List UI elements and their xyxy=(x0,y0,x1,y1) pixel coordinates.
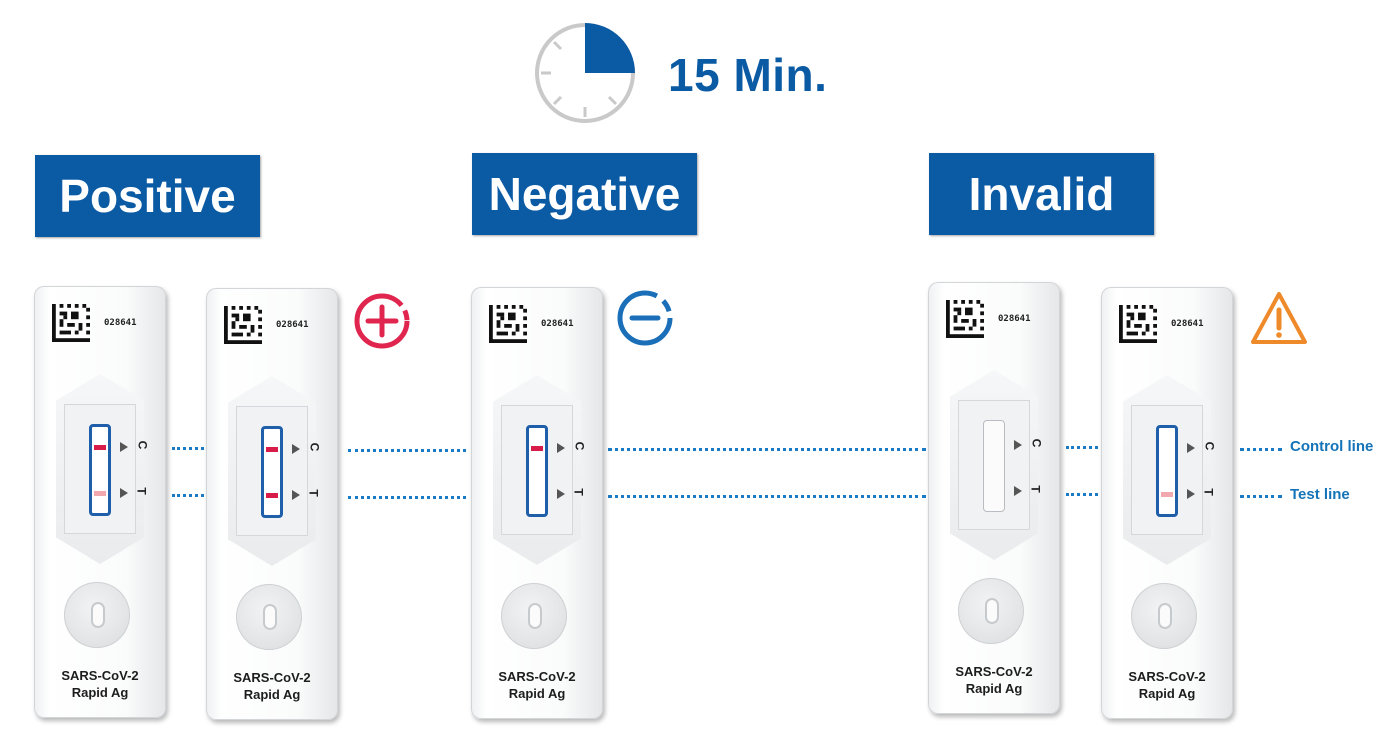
t-marking: T xyxy=(1028,485,1043,493)
sample-well-hole xyxy=(528,603,542,629)
negative-banner: Negative xyxy=(472,153,697,235)
plus-circle-icon xyxy=(354,293,410,349)
test-cassette-negative: 028641 C T SARS-CoV-2 Rapid Ag xyxy=(471,287,603,719)
warning-triangle-icon xyxy=(1251,292,1307,344)
test-strip xyxy=(89,424,111,516)
control-line-mark xyxy=(531,446,543,451)
c-arrow-icon xyxy=(120,442,128,452)
serial-number: 028641 xyxy=(276,320,309,330)
product-subname: Rapid Ag xyxy=(965,681,1023,696)
c-marking: C xyxy=(1029,438,1044,448)
test-guide-line xyxy=(172,494,204,497)
positive-banner: Positive xyxy=(35,155,260,237)
invalid-banner: Invalid xyxy=(929,153,1154,235)
t-arrow-icon xyxy=(120,488,128,498)
timer-duration: 15 Min. xyxy=(668,49,828,101)
serial-number: 028641 xyxy=(1171,319,1204,329)
test-line-mark xyxy=(266,493,278,498)
control-line-mark xyxy=(266,447,278,452)
product-subname: Rapid Ag xyxy=(508,686,566,701)
test-cassette-invalid-2: 028641 C T SARS-CoV-2 Rapid Ag xyxy=(1101,287,1233,719)
c-marking: C xyxy=(307,442,322,452)
test-line-label: Test line xyxy=(1290,486,1350,503)
test-strip xyxy=(526,425,548,517)
t-marking: T xyxy=(306,489,321,497)
t-arrow-icon xyxy=(1187,489,1195,499)
serial-number: 028641 xyxy=(104,318,137,328)
clock-quarter-icon xyxy=(535,23,635,123)
t-arrow-icon xyxy=(292,490,300,500)
product-subname: Rapid Ag xyxy=(1138,686,1196,701)
test-guide-line xyxy=(1240,495,1282,498)
product-name: SARS-CoV-2 xyxy=(955,664,1033,679)
serial-number: 028641 xyxy=(998,314,1031,324)
control-guide-line xyxy=(172,447,204,450)
test-strip xyxy=(1156,425,1178,517)
test-strip xyxy=(261,426,283,518)
test-cassette-positive-2: 028641 C T SARS-CoV-2 Rapid Ag xyxy=(206,288,338,720)
sample-well-hole xyxy=(985,598,999,624)
c-arrow-icon xyxy=(1014,440,1022,450)
control-line-mark xyxy=(94,445,106,450)
c-arrow-icon xyxy=(1187,443,1195,453)
product-name: SARS-CoV-2 xyxy=(233,670,311,685)
c-arrow-icon xyxy=(292,444,300,454)
minus-circle-icon xyxy=(617,290,673,346)
negative-label: Negative xyxy=(488,168,681,220)
datamatrix-code xyxy=(224,306,262,344)
product-name: SARS-CoV-2 xyxy=(61,668,139,683)
sample-well-hole xyxy=(91,602,105,628)
test-cassette-positive-1: 028641 C T SARS-CoV-2 Rapid Ag xyxy=(34,286,166,718)
c-marking: C xyxy=(572,441,587,451)
t-marking: T xyxy=(1201,488,1216,496)
control-guide-line xyxy=(348,449,466,452)
product-subname: Rapid Ag xyxy=(243,687,301,702)
product-name: SARS-CoV-2 xyxy=(498,669,576,684)
t-marking: T xyxy=(571,488,586,496)
control-guide-line xyxy=(608,448,926,451)
t-arrow-icon xyxy=(557,489,565,499)
test-guide-line xyxy=(348,496,466,499)
test-strip xyxy=(983,420,1005,512)
test-guide-line xyxy=(608,495,926,498)
sample-well-hole xyxy=(1158,603,1172,629)
control-guide-line xyxy=(1240,448,1282,451)
product-name: SARS-CoV-2 xyxy=(1128,669,1206,684)
datamatrix-code xyxy=(1119,305,1157,343)
datamatrix-code xyxy=(52,304,90,342)
positive-label: Positive xyxy=(59,170,236,222)
t-marking: T xyxy=(134,487,149,495)
test-line-mark xyxy=(94,491,106,496)
control-line-label: Control line xyxy=(1290,438,1374,455)
sample-well-hole xyxy=(263,604,277,630)
invalid-label: Invalid xyxy=(968,168,1115,220)
control-guide-line xyxy=(1066,446,1098,449)
product-subname: Rapid Ag xyxy=(71,685,129,700)
t-arrow-icon xyxy=(1014,486,1022,496)
test-cassette-invalid-1: 028641 C T SARS-CoV-2 Rapid Ag xyxy=(928,282,1060,714)
c-marking: C xyxy=(1202,441,1217,451)
datamatrix-code xyxy=(946,300,984,338)
serial-number: 028641 xyxy=(541,319,574,329)
test-line-mark xyxy=(1161,492,1173,497)
datamatrix-code xyxy=(489,305,527,343)
c-marking: C xyxy=(135,440,150,450)
test-guide-line xyxy=(1066,493,1098,496)
c-arrow-icon xyxy=(557,443,565,453)
